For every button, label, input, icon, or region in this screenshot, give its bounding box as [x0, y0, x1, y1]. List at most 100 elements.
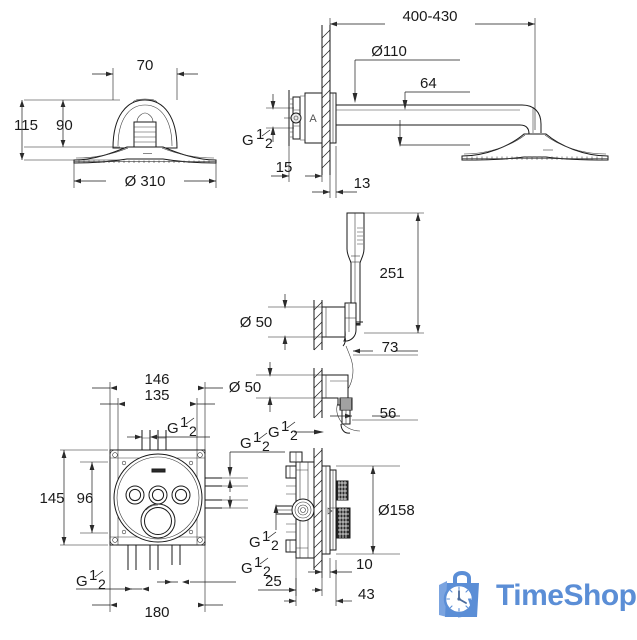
view-valve-body-side: Ø158 25 10	[249, 448, 415, 606]
leader-head-top	[397, 120, 470, 147]
head-shower-side-profile	[461, 133, 609, 161]
dim-label-g12-ru-num: 1	[253, 429, 261, 446]
shower-arm-tube	[335, 104, 542, 135]
dim-label-g12-ru-den: 2	[262, 438, 270, 454]
valve-buttons-side	[336, 480, 351, 539]
dim-label-135: 135	[144, 387, 169, 404]
dim-d310: Ø 310	[73, 163, 217, 190]
shopping-bag-clock-icon	[439, 570, 479, 618]
valve-trim-plate-side	[321, 465, 337, 555]
dim-label-g12-arm-den: 2	[265, 135, 273, 151]
dim-13: 13	[312, 146, 370, 198]
dim-251: 251	[364, 212, 424, 334]
dim-label-d310: Ø 310	[125, 173, 166, 190]
dim-145-96: 145 96	[39, 449, 108, 546]
dim-56: 56	[330, 405, 418, 422]
dim-label-g12-rl: G	[241, 560, 253, 577]
view-hand-shower: 251 Ø 50 73	[229, 212, 424, 443]
dim-label-g12-outlet-num: 1	[281, 418, 289, 435]
dim-label-d50-lower: Ø 50	[229, 379, 262, 396]
dim-g12-bottom-left: G 1 2	[76, 567, 149, 592]
dim-d110: Ø110	[352, 43, 460, 103]
dim-label-13: 13	[354, 175, 371, 192]
dim-label-g12-rl-num: 1	[254, 554, 262, 571]
dim-g12-top: G 1 2	[127, 414, 210, 440]
dim-label-400-430: 400-430	[402, 8, 457, 25]
wall-connector-block: A	[284, 90, 323, 146]
dim-label-g12-side-den: 2	[271, 537, 279, 553]
dim-d50-upper: Ø 50	[240, 294, 322, 350]
dim-70: 70	[92, 57, 198, 100]
dim-label-96: 96	[77, 490, 94, 507]
dim-label-70: 70	[137, 57, 154, 74]
wall-outlet	[313, 368, 323, 419]
dim-label-g12-bl-num: 1	[89, 567, 97, 584]
dim-label-10: 10	[356, 556, 373, 573]
timeshop-logo[interactable]: TimeShop	[434, 566, 637, 626]
dim-g12-outlet: G 1 2	[268, 418, 324, 443]
dim-label-g12-bl: G	[76, 573, 88, 590]
dim-label-90: 90	[56, 117, 73, 134]
dim-label-73: 73	[382, 339, 399, 356]
dim-label-g12-side-num: 1	[262, 528, 270, 545]
valve-inlet-stubs-top	[141, 430, 167, 450]
dim-43: 43	[284, 560, 375, 606]
dim-label-d158: Ø158	[378, 502, 415, 519]
dim-g12-side: G 1 2	[249, 504, 279, 553]
dim-d158: Ø158	[336, 465, 415, 555]
dim-73: 73	[353, 339, 418, 356]
dim-label-25: 25	[265, 573, 282, 590]
dim-15: 15	[271, 146, 323, 182]
view-shower-arm-side: A	[242, 8, 609, 198]
dim-146: 146	[92, 371, 223, 450]
wall-upper	[321, 25, 331, 175]
dim-label-g12-rl-den: 2	[263, 563, 271, 579]
dim-label-g12-top-num: 1	[180, 414, 188, 431]
dim-label-g12-arm: G	[242, 132, 254, 149]
dim-g12-right-upper: G 1 2	[227, 429, 285, 477]
dim-label-180: 180	[144, 604, 169, 621]
dim-135: 135	[100, 387, 215, 450]
dim-label-251: 251	[379, 265, 404, 282]
valve-outlet-stubs-bottom	[127, 545, 181, 570]
dim-label-g12-top-den: 2	[189, 423, 197, 439]
view-valve-body-front: 146 135	[39, 371, 285, 621]
dim-label-115: 115	[14, 117, 38, 134]
dim-label-g12-top: G	[167, 420, 179, 437]
dim-label-g12-ru: G	[240, 435, 252, 452]
dim-label-15: 15	[276, 159, 293, 176]
dim-label-146: 146	[144, 371, 169, 388]
dim-g12-arm: G 1 2	[242, 94, 294, 151]
wall-outlet-elbow	[321, 374, 353, 434]
dim-64: 64	[402, 75, 470, 110]
dim-115-90: 115 90	[14, 99, 120, 161]
valve-box-section	[276, 451, 315, 559]
dim-label-g12-side: G	[249, 534, 261, 551]
view-head-shower-front: 70 115 90	[14, 57, 217, 190]
dim-label-56: 56	[380, 405, 397, 422]
hand-shower-holder	[321, 302, 357, 347]
wall-valve-side	[313, 448, 323, 570]
valve-cartridge	[276, 498, 315, 522]
dim-label-d50-upper: Ø 50	[240, 314, 273, 331]
part-marker-a: A	[309, 113, 317, 125]
dim-label-g12-outlet: G	[268, 424, 280, 441]
timeshop-logo-text: TimeShop	[496, 579, 637, 612]
dim-label-43: 43	[358, 586, 375, 603]
valve-trim-face	[113, 453, 203, 543]
dim-180: 180	[92, 545, 223, 621]
dim-d50-lower: Ø 50	[229, 362, 322, 412]
head-shower-outline	[73, 98, 217, 164]
dim-10: 10	[308, 556, 373, 578]
dim-label-g12-bl-den: 2	[98, 576, 106, 592]
valve-outlet-stubs-right	[205, 477, 222, 509]
dim-label-64: 64	[420, 75, 437, 92]
dim-label-145: 145	[39, 490, 64, 507]
dim-label-d110: Ø110	[371, 43, 407, 60]
wall-hand-shower-holder	[313, 300, 323, 351]
dim-g12-right-lower: G 1 2	[157, 477, 271, 585]
dim-label-g12-arm-num: 1	[256, 126, 264, 143]
dim-label-g12-outlet-den: 2	[290, 427, 298, 443]
